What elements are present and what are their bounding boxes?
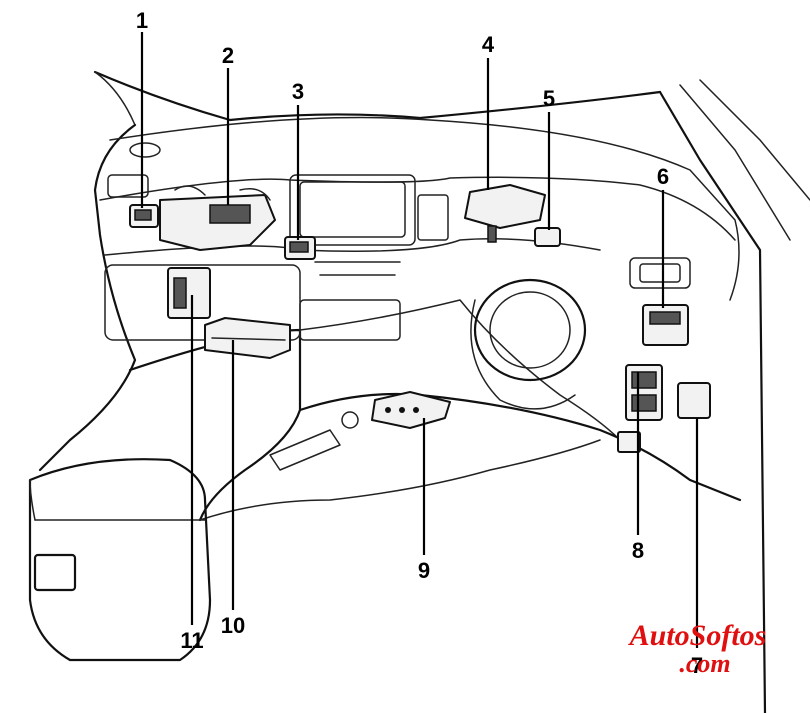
callout-9: 9 (418, 558, 430, 583)
component-11 (167, 267, 211, 319)
callout-6: 6 (657, 164, 669, 189)
callout-7: 7 (691, 653, 703, 678)
leader-lines (140, 32, 699, 648)
callout-10: 10 (221, 613, 245, 638)
component-8 (617, 364, 663, 453)
steering-column (470, 278, 587, 410)
component-7 (677, 382, 711, 419)
callout-1: 1 (136, 8, 148, 33)
center-stack (269, 174, 449, 471)
center-console (28, 458, 212, 662)
callout-4: 4 (482, 32, 495, 57)
component-4 (464, 184, 546, 243)
callout-3: 3 (292, 79, 304, 104)
component-3 (284, 236, 316, 260)
callout-2: 2 (222, 43, 234, 68)
component-2 (159, 185, 276, 251)
component-1 (129, 204, 159, 228)
right-vent (629, 257, 691, 289)
component-10 (204, 317, 291, 359)
component-9 (371, 391, 451, 429)
windshield-frame (93, 70, 810, 713)
watermark-line-2: .com (679, 649, 730, 678)
component-6 (642, 304, 689, 346)
watermark-line-1: AutoSoftos (628, 619, 767, 652)
callout-5: 5 (543, 86, 555, 111)
left-vents (104, 142, 301, 341)
component-5 (534, 227, 561, 247)
dashboard-outline (38, 116, 742, 522)
callout-11: 11 (180, 628, 203, 653)
callout-8: 8 (632, 538, 644, 563)
